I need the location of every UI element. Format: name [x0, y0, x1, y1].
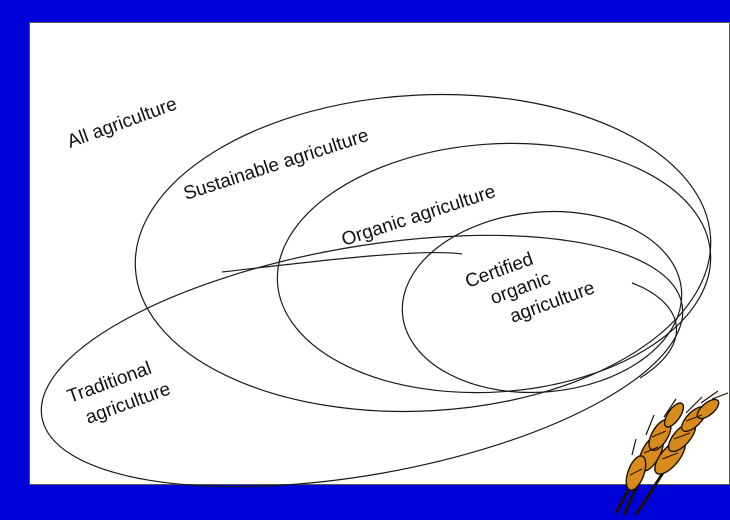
certified-organic-ellipse	[401, 210, 683, 394]
organic-agriculture-label: Organic agriculture	[339, 181, 498, 251]
all-agriculture-label: All agriculture	[65, 94, 180, 153]
certified-organic-label: Certified organic agriculture	[463, 249, 598, 328]
sustainable-agriculture-label: Sustainable agriculture	[181, 125, 371, 205]
organic-agriculture-ellipse	[276, 142, 712, 394]
traditional-agriculture-label: Traditional agriculture	[65, 358, 174, 429]
traditional-agriculture-ellipse	[40, 234, 684, 488]
wheat-icon	[614, 390, 729, 516]
sustainable-agriculture-ellipse	[134, 93, 712, 413]
certified-pointer-line	[221, 251, 463, 273]
diagram-panel	[29, 22, 730, 485]
certified-side-curve	[631, 282, 677, 379]
